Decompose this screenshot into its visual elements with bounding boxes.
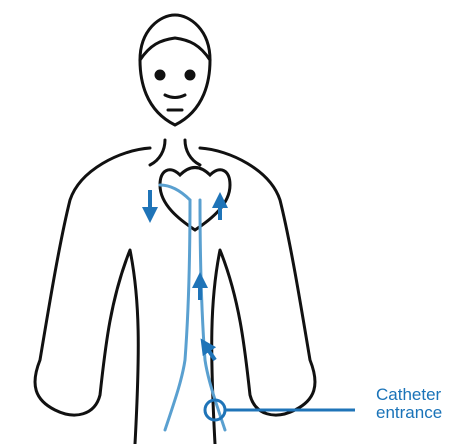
callout-line-2: entrance — [376, 404, 442, 422]
vessels — [160, 185, 225, 430]
flow-arrows — [150, 190, 220, 360]
flow-arrow-lower — [205, 345, 215, 360]
head — [140, 15, 210, 125]
callout-line-1: Catheter — [376, 386, 442, 404]
heart — [160, 168, 230, 231]
catheter-entrance-label: Catheter entrance — [376, 386, 442, 422]
